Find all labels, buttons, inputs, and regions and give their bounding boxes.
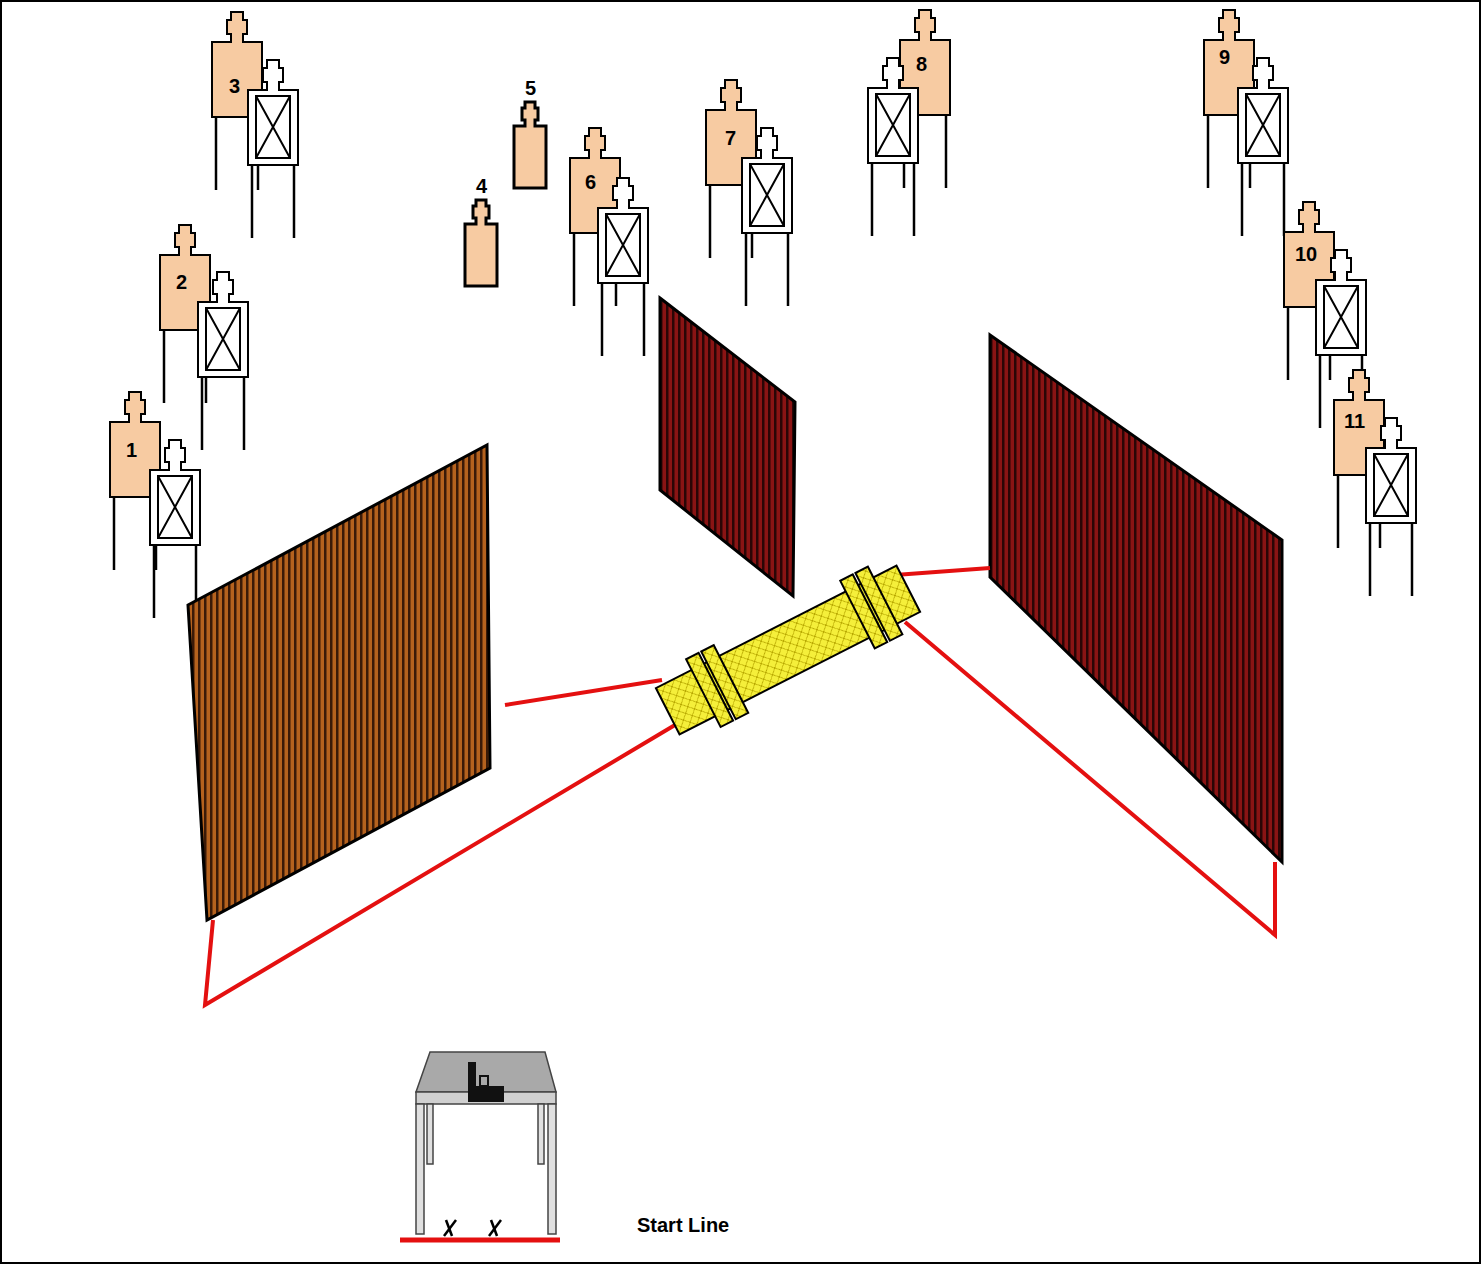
callout-number: 1 xyxy=(126,440,137,460)
start-line-label: Start Line xyxy=(637,1215,729,1235)
no-shoot-target xyxy=(742,128,792,306)
no-shoot-target xyxy=(868,58,918,236)
callout-number: 8 xyxy=(916,54,927,74)
callout-number: 3 xyxy=(229,76,240,96)
no-shoot-target xyxy=(248,60,298,238)
callout-number: 11 xyxy=(1344,411,1365,431)
popper-target xyxy=(465,200,497,286)
no-shoot-target xyxy=(198,272,248,450)
callout-number: 10 xyxy=(1295,244,1317,264)
no-shoot-target xyxy=(598,178,648,356)
callout-number: 4 xyxy=(476,176,487,196)
callout-number: 2 xyxy=(176,272,187,292)
callout-number: 7 xyxy=(725,128,736,148)
no-shoot-target xyxy=(1366,418,1416,596)
callout-number: 6 xyxy=(585,172,596,192)
no-shoot-target xyxy=(150,440,200,618)
popper-target xyxy=(514,102,546,188)
callout-number: 9 xyxy=(1219,47,1230,67)
callout-number: 5 xyxy=(525,78,536,98)
no-shoot-target xyxy=(1238,58,1288,236)
